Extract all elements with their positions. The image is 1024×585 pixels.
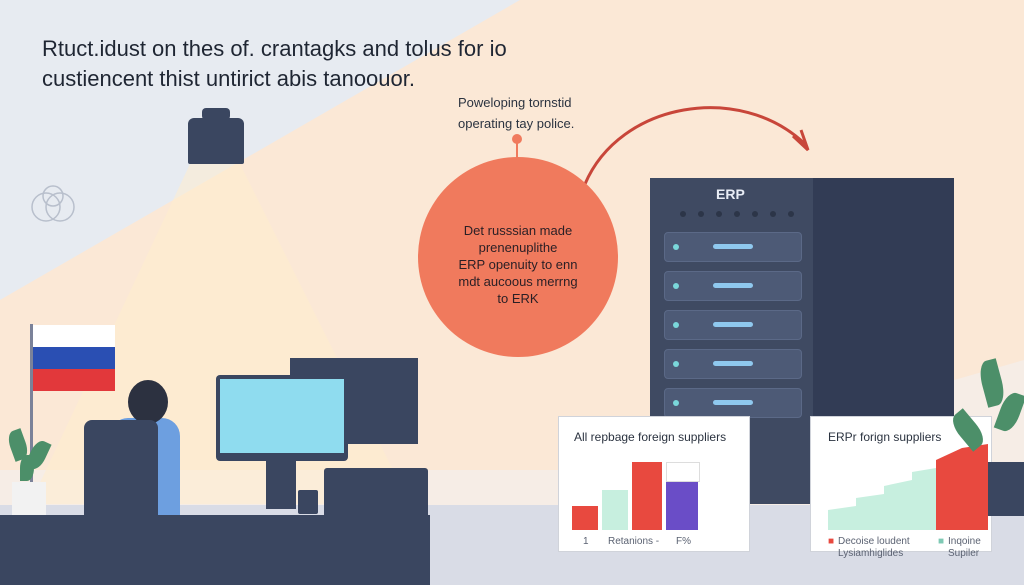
status-led-icon — [673, 283, 679, 289]
vent-dot — [734, 211, 740, 217]
desktop-pc — [324, 468, 428, 518]
slot-indicator — [713, 322, 753, 327]
russian-flag-blue — [33, 347, 115, 369]
server-slot — [664, 349, 802, 379]
link-knot-icon — [31, 185, 75, 222]
flagpole — [30, 324, 33, 514]
server-slot — [664, 310, 802, 340]
slot-indicator — [713, 400, 753, 405]
status-led-icon — [673, 244, 679, 250]
legend-label: Decoise loudent — [838, 536, 910, 547]
legend-swatch-red: ■ — [828, 536, 835, 547]
plant-pot-left — [12, 482, 46, 516]
note-line-2: operating tay police. — [458, 116, 575, 131]
vent-dot — [716, 211, 722, 217]
slot-indicator — [713, 283, 753, 288]
vent-dot — [752, 211, 758, 217]
plant-pot-right — [988, 462, 1024, 516]
circle-line-3: ERP openuity to enn — [458, 257, 578, 272]
note-caption: Poweloping tornstid operating tay police… — [458, 92, 638, 134]
status-led-icon — [673, 400, 679, 406]
russian-flag-white — [33, 325, 115, 347]
server-slot — [664, 232, 802, 262]
erp-server-label: ERP — [716, 186, 745, 202]
person-head — [128, 380, 168, 424]
chart-bar — [602, 490, 628, 530]
headline-line-2: custiencent thist untirict abis tanoouor… — [42, 66, 415, 91]
headline-line-1: Rtuct.idust on thes of. crantagks and to… — [42, 36, 507, 61]
circle-stem — [516, 142, 518, 160]
desk — [0, 515, 430, 585]
note-line-1: Poweloping tornstid — [458, 95, 572, 110]
circle-line-4: mdt aucoous merrng — [458, 274, 578, 289]
legend-label: Inqoine — [948, 536, 981, 547]
legend-label: Retanions - — [608, 536, 660, 547]
russian-flag-red — [33, 369, 115, 391]
legend-label: F% — [676, 536, 691, 547]
vent-dot — [770, 211, 776, 217]
vent-dot — [698, 211, 704, 217]
vent-dot — [680, 211, 686, 217]
headline: Rtuct.idust on thes of. crantagks and to… — [42, 34, 562, 94]
legend-num: 1 — [583, 536, 589, 547]
chart-panel-right-title: ERPr forign suppliers — [828, 430, 942, 444]
circle-text: Det russsian made prenenuplithe ERP open… — [428, 222, 608, 307]
highlight-circle — [418, 157, 618, 357]
chart-bar-cap — [666, 462, 700, 482]
chart-bar — [572, 506, 598, 530]
circle-line-2: prenenuplithe — [478, 240, 558, 255]
pen-cup-icon — [298, 490, 318, 514]
status-led-icon — [673, 361, 679, 367]
slot-indicator — [713, 244, 753, 249]
legend-label: Supiler — [948, 548, 980, 559]
curved-arrow-icon — [583, 106, 810, 185]
chart-bar — [632, 462, 662, 530]
monitor-screen — [220, 379, 344, 453]
legend-swatch-mint: ■ — [938, 536, 945, 547]
chart-panel-left-title: All repbage foreign suppliers — [574, 430, 727, 444]
server-slot — [664, 388, 802, 418]
server-slot — [664, 271, 802, 301]
lamp-cap — [202, 108, 230, 120]
monitor-stand — [266, 461, 296, 509]
circle-line-5: to ERK — [497, 291, 539, 306]
circle-pin — [512, 134, 522, 144]
ceiling-lamp-icon — [188, 118, 244, 164]
vent-dot — [788, 211, 794, 217]
plant-leaf-icon — [20, 455, 34, 481]
legend-label: Lysiamhiglides — [838, 548, 904, 559]
circle-line-1: Det russsian made — [463, 223, 573, 238]
status-led-icon — [673, 322, 679, 328]
stepped-area-chart — [828, 444, 988, 530]
slot-indicator — [713, 361, 753, 366]
